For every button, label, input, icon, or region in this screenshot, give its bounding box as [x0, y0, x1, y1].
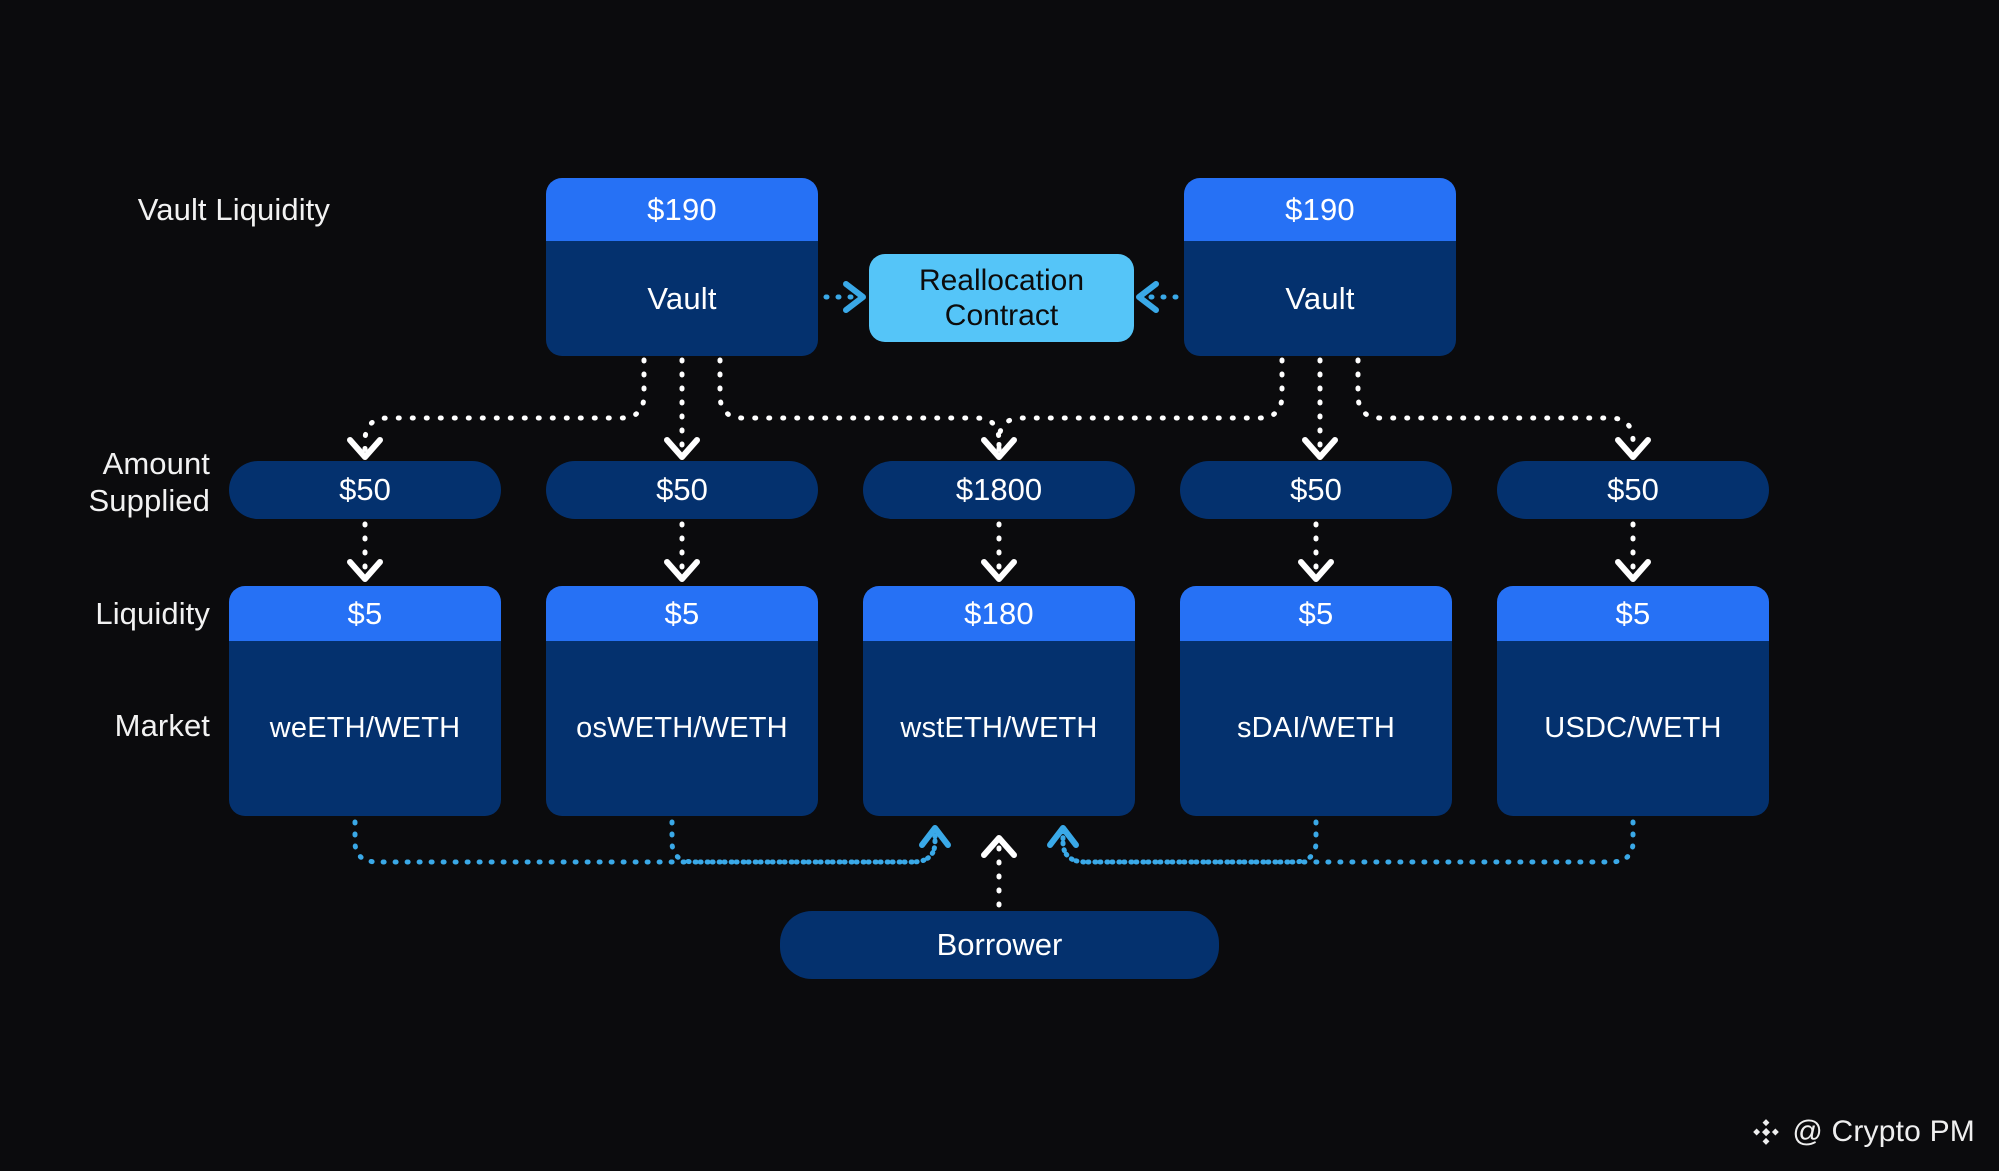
wire-borrower-to-usdc: [1060, 819, 1636, 865]
row-label-market: Market: [114, 708, 210, 743]
arrowhead-right-into-wsteth: [1047, 825, 1079, 848]
row-label-vault-liquidity: Vault Liquidity: [137, 192, 330, 227]
arrowhead-usdc-supplied: [1615, 437, 1651, 460]
arrowhead-sdai-liquidity: [1298, 559, 1334, 582]
watermark-handle: @ Crypto PM: [1792, 1115, 1975, 1148]
market-card-weeth[interactable]: $5 weETH/WETH: [229, 586, 501, 816]
market-liquidity-value: $5: [229, 586, 501, 641]
market-card-wsteth[interactable]: $180 wstETH/WETH: [863, 586, 1135, 816]
arrowhead-wsteth-liquidity: [981, 559, 1017, 582]
market-name: osWETH/WETH: [546, 641, 818, 816]
arrowhead-sdai-supplied: [1302, 437, 1338, 460]
wire-vault-left-to-weeth: [362, 357, 647, 455]
market-liquidity-value: $5: [546, 586, 818, 641]
amount-supplied-pill[interactable]: $50: [1497, 461, 1769, 519]
arrowhead-into-contract-right: [1136, 281, 1159, 313]
wire-vault-right-to-usdc: [1355, 357, 1636, 455]
market-card-sdai[interactable]: $5 sDAI/WETH: [1180, 586, 1452, 816]
wire-borrower-to-osweth: [669, 819, 938, 865]
amount-supplied-pill[interactable]: $50: [1180, 461, 1452, 519]
wire-vault-right-to-wsteth: [996, 357, 1285, 455]
wire-borrower-to-sdai: [1060, 819, 1319, 865]
vault-label: Vault: [1184, 241, 1456, 356]
market-name: weETH/WETH: [229, 641, 501, 816]
borrower-to-markets-dotted-paths: [352, 819, 1636, 865]
arrowhead-usdc-liquidity: [1615, 559, 1651, 582]
vault-liquidity-value: $190: [1184, 178, 1456, 241]
binance-diamond-icon: [1751, 1117, 1781, 1147]
arrowhead-wsteth-supplied: [981, 437, 1017, 460]
vault-liquidity-value: $190: [546, 178, 818, 241]
market-card-usdc[interactable]: $5 USDC/WETH: [1497, 586, 1769, 816]
arrowhead-weeth-liquidity: [347, 559, 383, 582]
arrowhead-weeth-supplied: [347, 437, 383, 460]
market-name: sDAI/WETH: [1180, 641, 1452, 816]
arrowhead-osweth-supplied: [664, 437, 700, 460]
amount-supplied-pill[interactable]: $50: [229, 461, 501, 519]
vault-card-left[interactable]: $190 Vault: [546, 178, 818, 356]
market-liquidity-value: $180: [863, 586, 1135, 641]
wire-vault-left-to-wsteth: [717, 357, 1002, 455]
arrowhead-into-contract-left: [843, 281, 866, 313]
cyan-arrowheads: [919, 825, 1079, 848]
amount-supplied-pill[interactable]: $50: [546, 461, 818, 519]
market-name: USDC/WETH: [1497, 641, 1769, 816]
arrowhead-borrower-to-wsteth: [981, 835, 1017, 858]
reallocation-contract-card[interactable]: Reallocation Contract: [869, 254, 1134, 342]
vault-label: Vault: [546, 241, 818, 356]
borrower-card[interactable]: Borrower: [780, 911, 1219, 979]
row-label-amount-supplied: Amount Supplied: [88, 446, 210, 518]
row-label-liquidity: Liquidity: [95, 596, 210, 631]
vault-card-right[interactable]: $190 Vault: [1184, 178, 1456, 356]
arrowhead-osweth-liquidity: [664, 559, 700, 582]
watermark: @ Crypto PM: [1751, 1115, 1975, 1149]
market-liquidity-value: $5: [1180, 586, 1452, 641]
amount-supplied-pill[interactable]: $1800: [863, 461, 1135, 519]
market-liquidity-value: $5: [1497, 586, 1769, 641]
wire-borrower-to-weeth: [352, 819, 938, 865]
market-name: wstETH/WETH: [863, 641, 1135, 816]
market-card-osweth[interactable]: $5 osWETH/WETH: [546, 586, 818, 816]
arrowhead-left-into-wsteth: [919, 825, 951, 848]
